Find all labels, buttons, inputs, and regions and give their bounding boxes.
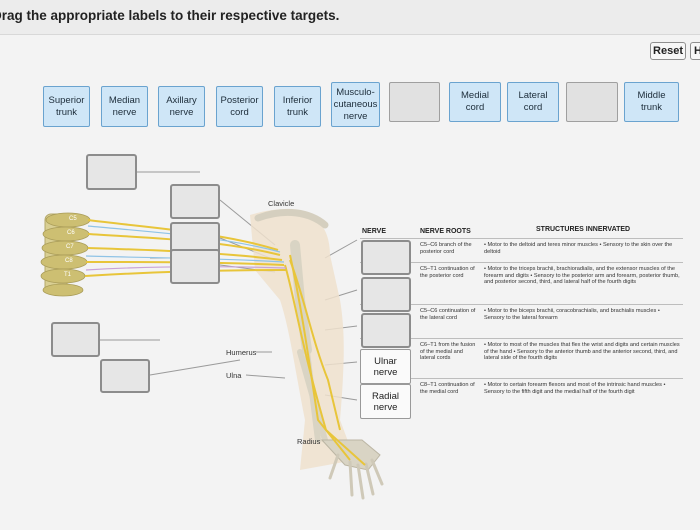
roots-cell: C5–T1 continuation of the posterior cord	[420, 266, 475, 279]
label-chip[interactable]: Posterior cord	[216, 86, 263, 127]
roots-cell: C8–T1 continuation of the medial cord	[420, 382, 475, 395]
structures-cell: • Motor to the deltoid and teres minor m…	[484, 242, 673, 255]
radius-label: Radius	[297, 437, 321, 446]
roots-cell: C5–C6 branch of the posterior cord	[420, 242, 472, 255]
root-label: C6	[67, 230, 75, 236]
label-chip[interactable]: Lateral cord	[507, 82, 559, 122]
structures-cell: • Motor to the triceps brachii, brachior…	[484, 266, 680, 286]
drop-target[interactable]	[100, 359, 150, 393]
structures-cell: • Motor to the biceps brachii, coracobra…	[484, 308, 660, 321]
structures-cell: • Motor to most of the muscles that flex…	[484, 342, 680, 362]
root-label: C8	[65, 258, 73, 264]
structures-cell: • Motor to certain forearm flexors and m…	[484, 382, 666, 395]
column-header-nerve: NERVE	[362, 228, 386, 235]
column-header-roots: NERVE ROOTS	[420, 228, 471, 235]
drop-target[interactable]	[361, 277, 411, 312]
column-header-structures: STRUCTURES INNERVATED	[536, 226, 631, 233]
clavicle-label: Clavicle	[268, 199, 295, 208]
empty-label-slot	[389, 82, 440, 122]
nerve-table: NERVE NERVE ROOTS STRUCTURES INNERVATED …	[360, 222, 683, 418]
drop-target[interactable]	[51, 322, 100, 357]
label-chip[interactable]: Middle trunk	[624, 82, 679, 122]
placed-label-ulnar-nerve[interactable]: Ulnar nerve	[360, 349, 411, 384]
root-label: T1	[64, 272, 72, 278]
drop-target[interactable]	[170, 184, 220, 219]
drop-target[interactable]	[361, 240, 411, 275]
label-chip[interactable]: Inferior trunk	[274, 86, 321, 127]
drop-target[interactable]	[86, 154, 137, 190]
label-chip[interactable]: Axillary nerve	[158, 86, 205, 127]
roots-cell: C5–C6 continuation of the lateral cord	[420, 308, 476, 321]
placed-label-radial-nerve[interactable]: Radial nerve	[360, 384, 411, 419]
label-chip[interactable]: Superior trunk	[43, 86, 90, 127]
root-label: C5	[69, 216, 77, 222]
reset-button[interactable]: Reset	[650, 42, 686, 60]
label-chip[interactable]: Medial cord	[449, 82, 501, 122]
drop-target[interactable]	[170, 249, 220, 284]
roots-cell: C6–T1 from the fusion of the medial and …	[420, 342, 476, 362]
empty-label-slot	[566, 82, 618, 122]
drop-target[interactable]	[361, 313, 411, 348]
label-chip[interactable]: Musculo-cutaneous nerve	[331, 82, 380, 127]
root-label: C7	[66, 244, 74, 250]
ulna-label: Ulna	[226, 371, 242, 380]
hint-button[interactable]: H	[690, 42, 700, 60]
spine-illustration	[40, 212, 91, 297]
label-chip[interactable]: Median nerve	[101, 86, 148, 127]
instruction-text: Drag the appropriate labels to their res…	[0, 8, 340, 23]
humerus-label: Humerus	[226, 348, 257, 357]
